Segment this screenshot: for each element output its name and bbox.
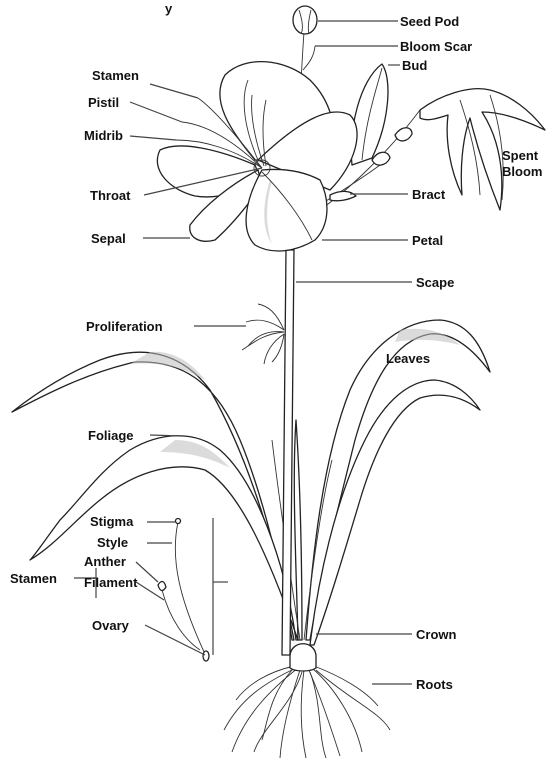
label-scape: Scape [416, 275, 454, 290]
label-roots: Roots [416, 677, 453, 692]
label-filament: Filament [84, 575, 138, 590]
label-bud: Bud [402, 58, 427, 73]
label-stigma: Stigma [90, 514, 134, 529]
bract-illustration [330, 191, 356, 200]
label-bract: Bract [412, 187, 446, 202]
label-spent-bloom-line1: Spent [502, 148, 539, 163]
crown-illustration [290, 644, 316, 671]
label-throat: Throat [90, 188, 131, 203]
bloom-scar-illustration [303, 46, 315, 70]
proliferation-illustration [242, 304, 284, 364]
title-fragment: y [165, 1, 173, 16]
label-stamen: Stamen [92, 68, 139, 83]
label-anther: Anther [84, 554, 126, 569]
daylily-plant-illustration [12, 6, 545, 758]
label-stamen-detail: Stamen [10, 571, 57, 586]
label-pistil: Pistil [88, 95, 119, 110]
roots-illustration [224, 666, 390, 758]
label-midrib: Midrib [84, 128, 123, 143]
label-sepal: Sepal [91, 231, 126, 246]
label-spent-bloom-line2: Bloom [502, 164, 542, 179]
seed-pod-illustration [293, 6, 317, 34]
label-ovary: Ovary [92, 618, 130, 633]
scape-illustration [282, 250, 294, 655]
label-proliferation: Proliferation [86, 319, 163, 334]
label-style: Style [97, 535, 128, 550]
label-bloom-scar: Bloom Scar [400, 39, 472, 54]
leaves-illustration [12, 320, 490, 645]
label-crown: Crown [416, 627, 457, 642]
label-foliage: Foliage [88, 428, 134, 443]
label-leaves: Leaves [386, 351, 430, 366]
flower-illustration [157, 62, 357, 251]
label-seed-pod: Seed Pod [400, 14, 459, 29]
label-petal: Petal [412, 233, 443, 248]
